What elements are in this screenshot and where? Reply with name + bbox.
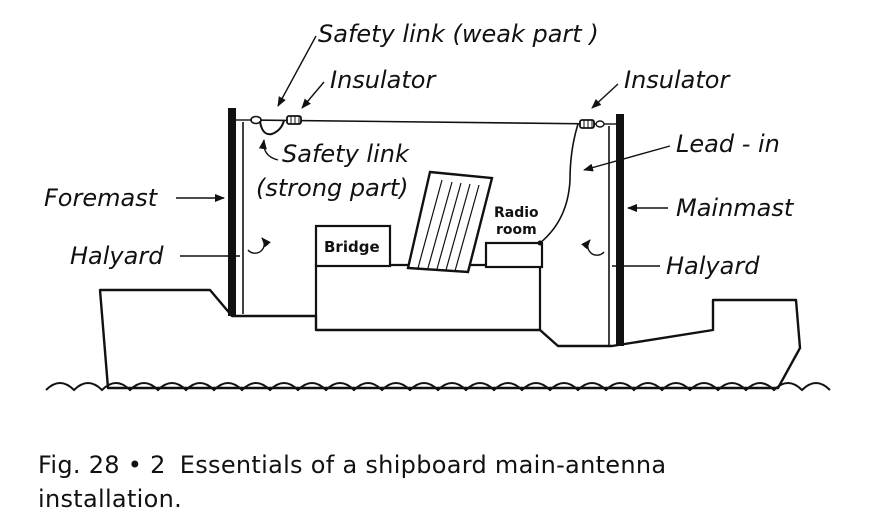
radio-room-label-1: Radio bbox=[494, 205, 539, 221]
label-halyard-left: Halyard bbox=[70, 242, 164, 270]
foremast bbox=[228, 108, 236, 316]
caption-figure-number: Fig. 28 • 2 bbox=[38, 451, 166, 479]
safety-link-weak bbox=[250, 115, 262, 125]
label-halyard-right: Halyard bbox=[666, 252, 760, 280]
halyard-arrow-left bbox=[247, 237, 271, 254]
label-lead-in: Lead - in bbox=[676, 130, 780, 158]
antenna-wire bbox=[249, 119, 603, 125]
halyard-arrow-right bbox=[581, 239, 605, 256]
label-foremast: Foremast bbox=[44, 184, 159, 212]
bridge-box bbox=[314, 224, 392, 268]
funnel bbox=[406, 170, 494, 274]
label-safety-link-strong-2: (strong part) bbox=[256, 174, 408, 202]
mainmast bbox=[616, 114, 624, 346]
figure-caption: Fig. 28 • 2 Essentials of a shipboard mai… bbox=[38, 448, 858, 516]
radio-room-box bbox=[484, 241, 544, 269]
deckhouse bbox=[314, 263, 542, 330]
lead-in-wire bbox=[539, 123, 579, 244]
caption-line-1: Fig. 28 • 2 Essentials of a shipboard mai… bbox=[38, 448, 858, 482]
ship-hull bbox=[98, 288, 802, 390]
label-safety-link-strong-1: Safety link bbox=[282, 140, 410, 168]
antenna-installation-diagram: Bridge Radio room Safety lin bbox=[44, 20, 831, 392]
label-mainmast: Mainmast bbox=[676, 194, 795, 222]
caption-text-1: Essentials of a shipboard main-antenna bbox=[179, 451, 667, 479]
label-insulator-left: Insulator bbox=[330, 66, 437, 94]
water-waves bbox=[45, 382, 831, 392]
label-insulator-right: Insulator bbox=[624, 66, 731, 94]
safety-link-strong bbox=[259, 119, 285, 136]
label-safety-link-weak: Safety link (weak part ) bbox=[318, 20, 599, 48]
caption-line-2: installation. bbox=[38, 485, 183, 513]
bridge-label: Bridge bbox=[324, 238, 380, 256]
radio-room-label-2: room bbox=[496, 222, 537, 238]
